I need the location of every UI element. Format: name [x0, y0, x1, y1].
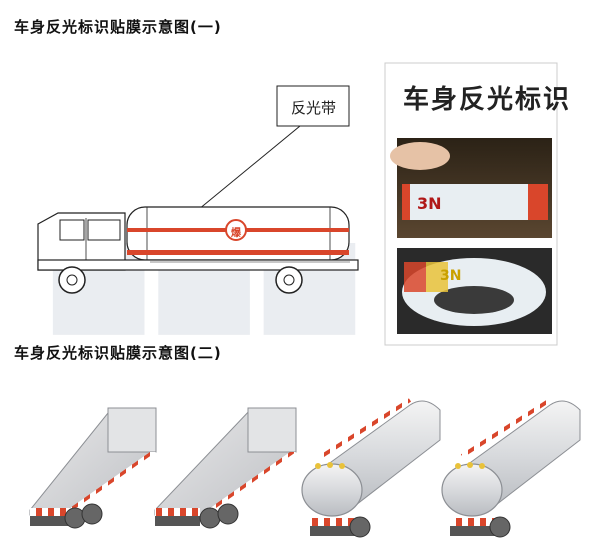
tape-brand-label: 3N	[417, 194, 442, 213]
hazard-mark	[225, 219, 247, 241]
diagram-title-2: 车身反光标识贴膜示意图(二)	[14, 344, 222, 362]
callout-box	[276, 85, 350, 127]
tank-trailer-2	[441, 398, 581, 538]
tank-trailer-1	[301, 398, 441, 538]
tape-brand-label-2: 3N	[440, 268, 462, 284]
flatbed-trailer-2	[154, 407, 297, 529]
reflective-tape-photo	[384, 62, 558, 346]
side-reflective-stripe	[127, 250, 349, 255]
tanker-truck-illustration	[37, 85, 359, 294]
truck-chassis	[37, 259, 359, 271]
callout-label: 反光带	[291, 99, 337, 117]
tank-hazard-label: 爆	[231, 228, 241, 239]
diagram-title-1: 车身反光标识贴膜示意图(一)	[14, 18, 222, 36]
tape-roll-top	[402, 184, 548, 220]
flatbed-trailer-1	[29, 407, 157, 529]
photo-title: 车身反光标识	[403, 85, 572, 115]
